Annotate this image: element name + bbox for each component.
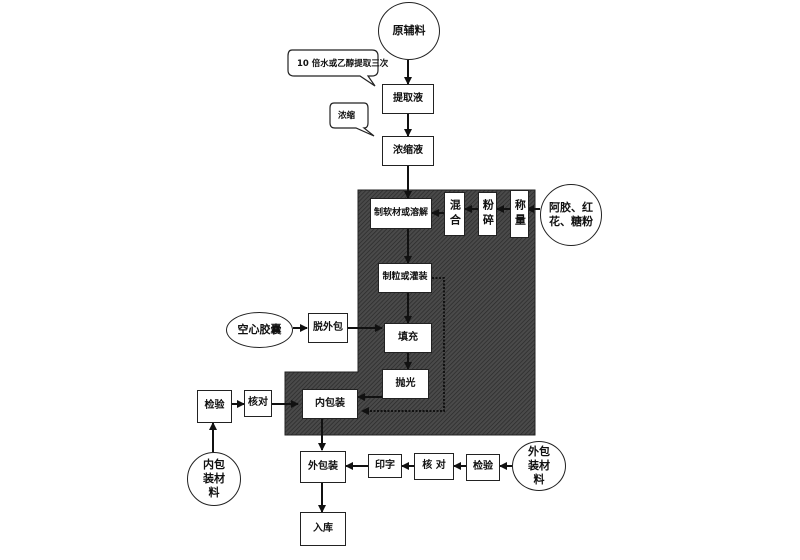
node-crush: 粉碎 [478,192,497,236]
node-additives: 阿胶、红花、糖粉 [540,184,602,246]
extraction-note-bubble [287,49,379,87]
clean-zone-area [284,189,536,436]
node-outer-inspect: 检验 [466,454,500,481]
node-fill: 填充 [384,323,432,353]
node-soft-material: 制软材或溶解 [370,198,432,229]
node-inner-materials: 内包装材料 [187,452,241,506]
node-raw-materials: 原辅料 [378,2,440,60]
node-inner-check: 核对 [244,390,272,417]
node-outer-materials: 外包装材料 [512,441,566,491]
node-outer-pack: 外包装 [300,451,346,483]
dotted-granulate-to-inner-pack [361,277,445,415]
node-inner-pack: 内包装 [302,389,358,419]
node-polish: 抛光 [382,369,429,399]
node-warehouse: 入库 [300,512,346,546]
node-print: 印字 [368,454,402,478]
node-capsules: 空心胶囊 [226,312,293,348]
connector-lines [209,60,540,513]
extraction-note: 10 倍水或乙醇提取三次 [297,59,389,69]
node-inner-inspect: 检验 [197,390,232,423]
node-extract: 提取液 [382,84,434,114]
node-unpack: 脱外包 [308,313,348,343]
node-mix: 混合 [444,192,465,236]
node-outer-check: 核 对 [414,453,454,480]
node-concentrate: 浓缩液 [382,136,434,166]
node-weigh: 称量 [510,190,529,238]
concentration-note-bubble [329,102,375,137]
concentration-note: 浓缩 [338,111,356,121]
node-granulate: 制粒或灌装 [378,263,432,293]
